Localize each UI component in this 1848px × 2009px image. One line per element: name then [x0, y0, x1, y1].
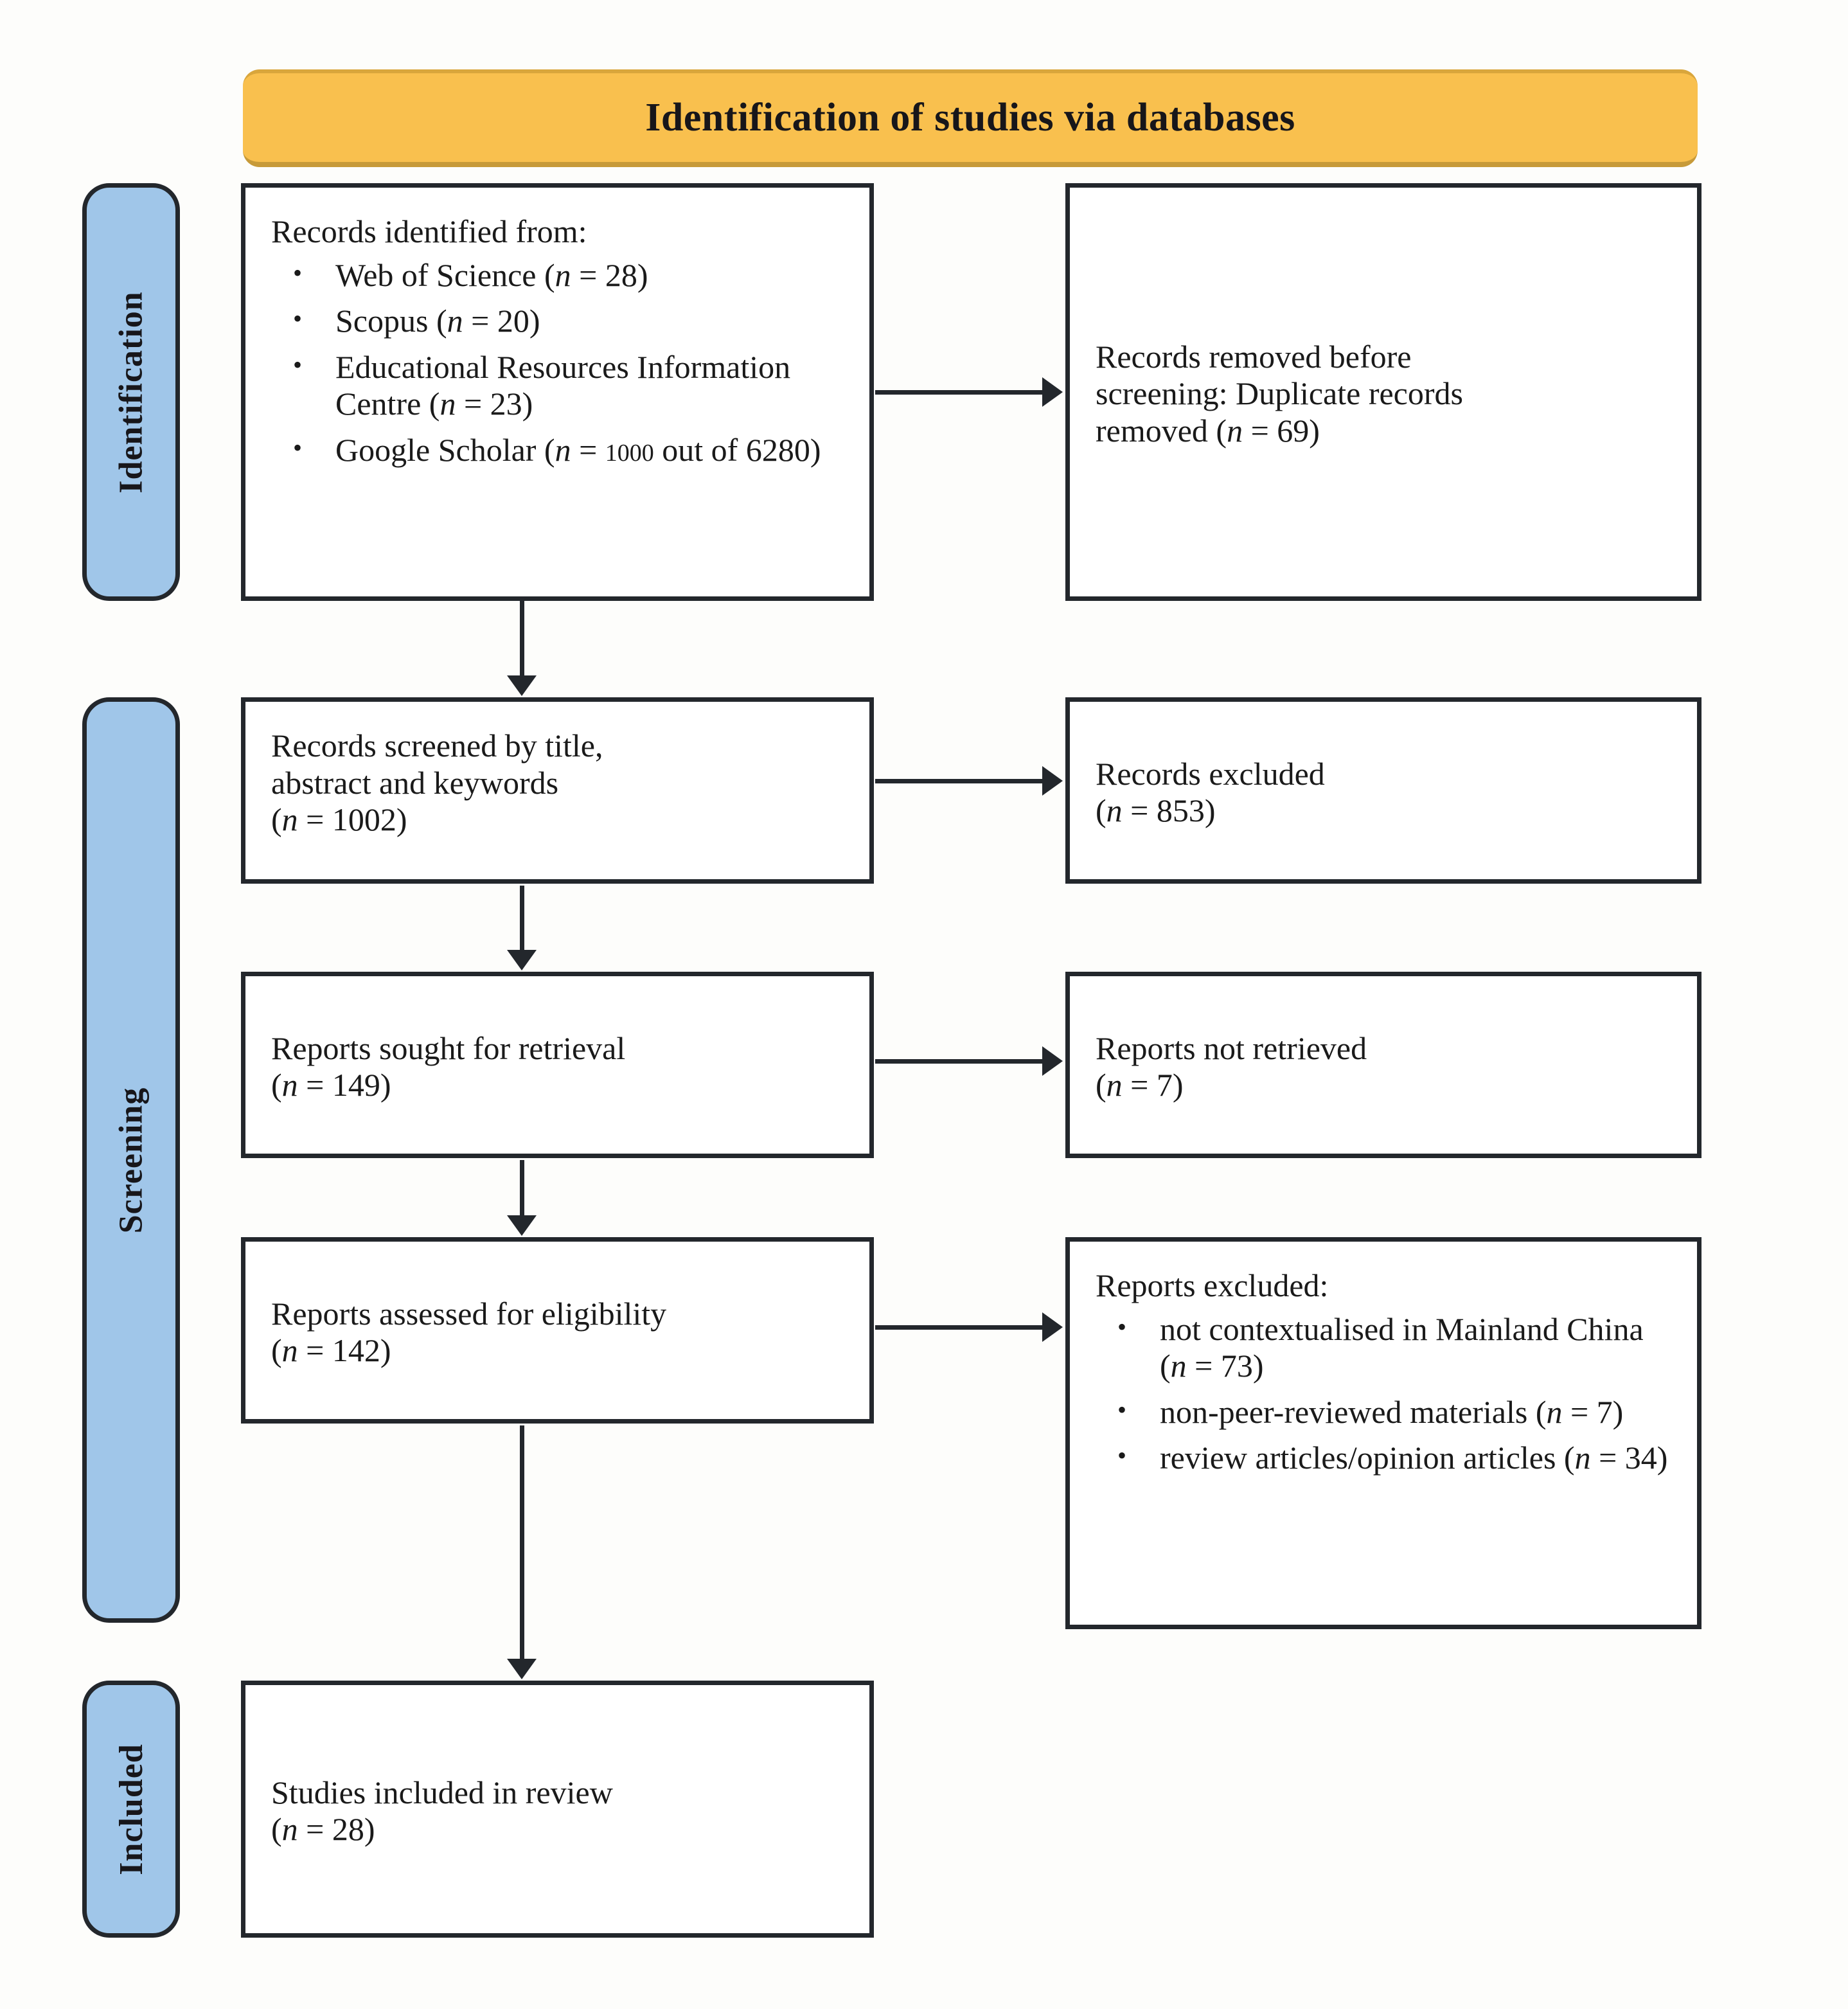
box-reports-assessed-text: Reports assessed for eligibility (n = 14… — [271, 1295, 667, 1369]
box-reports-sought: Reports sought for retrieval (n = 149) — [241, 972, 874, 1158]
box-reports-not-retrieved: Reports not retrieved (n = 7) — [1065, 972, 1701, 1158]
box-records-screened-text: Records screened by title, abstract and … — [271, 728, 603, 837]
stage-label-identification-text: Identification — [112, 290, 150, 494]
box-records-removed-text: Records removed before screening: Duplic… — [1096, 338, 1463, 449]
list-item: not contextualised in Mainland China (n … — [1117, 1310, 1675, 1385]
n-symbol: n — [281, 1067, 298, 1103]
stage-label-screening: Screening — [82, 697, 180, 1623]
diagram-banner: Identification of studies via databases — [243, 69, 1698, 167]
arrow-sought-to-assessed — [507, 1160, 537, 1236]
records-identified-source-list: Web of Science (n = 28) Scopus (n = 20) … — [271, 256, 848, 469]
box-records-removed: Records removed before screening: Duplic… — [1065, 183, 1701, 601]
arrow-identified-to-screened — [507, 601, 537, 696]
n-symbol: n — [281, 801, 298, 837]
arrow-sought-to-not-retrieved — [875, 1046, 1063, 1076]
n-symbol: n — [1546, 1393, 1563, 1430]
n-symbol: n — [555, 256, 571, 293]
list-item: Scopus (n = 20) — [293, 301, 848, 340]
arrow-identified-to-removed — [875, 377, 1063, 407]
stage-label-identification: Identification — [82, 183, 180, 601]
box-reports-sought-text: Reports sought for retrieval (n = 149) — [271, 1030, 626, 1103]
box-records-excluded: Records excluded (n = 853) — [1065, 697, 1701, 884]
stage-label-included: Included — [82, 1681, 180, 1938]
stage-label-screening-text: Screening — [112, 1087, 150, 1233]
box-records-identified-heading: Records identified from: — [271, 213, 587, 249]
n-symbol: n — [1227, 412, 1243, 449]
n-symbol: n — [1170, 1348, 1187, 1384]
n-symbol: n — [1106, 792, 1123, 828]
banner-title: Identification of studies via databases — [645, 95, 1295, 139]
stage-label-included-text: Included — [112, 1743, 150, 1875]
box-records-excluded-text: Records excluded (n = 853) — [1096, 755, 1325, 829]
box-reports-excluded-heading: Reports excluded: — [1096, 1267, 1329, 1303]
n-symbol: n — [1574, 1440, 1591, 1476]
n-symbol: n — [440, 386, 456, 422]
box-reports-assessed: Reports assessed for eligibility (n = 14… — [241, 1237, 874, 1424]
box-records-identified: Records identified from: Web of Science … — [241, 183, 874, 601]
arrow-assessed-to-reports-excluded — [875, 1312, 1063, 1342]
box-reports-excluded: Reports excluded: not contextualised in … — [1065, 1237, 1701, 1629]
list-item: Web of Science (n = 28) — [293, 256, 848, 294]
list-item: Google Scholar (n = 1000 out of 6280) — [293, 431, 848, 469]
n-symbol: n — [1106, 1067, 1123, 1103]
box-studies-included: Studies included in review (n = 28) — [241, 1681, 874, 1938]
reports-excluded-reason-list: not contextualised in Mainland China (n … — [1096, 1310, 1675, 1477]
box-records-screened: Records screened by title, abstract and … — [241, 697, 874, 884]
box-reports-not-retrieved-text: Reports not retrieved (n = 7) — [1096, 1030, 1367, 1103]
n-symbol: n — [447, 303, 463, 339]
n-symbol: n — [281, 1332, 298, 1368]
list-item: non-peer-reviewed materials (n = 7) — [1117, 1393, 1675, 1431]
n-symbol: n — [555, 431, 571, 468]
arrow-screened-to-sought — [507, 886, 537, 970]
arrow-screened-to-records-excluded — [875, 766, 1063, 796]
list-item: review articles/opinion articles (n = 34… — [1117, 1438, 1675, 1477]
arrow-assessed-to-included — [507, 1425, 537, 1679]
list-item: Educational Resources Information Centre… — [293, 348, 848, 423]
box-studies-included-text: Studies included in review (n = 28) — [271, 1774, 613, 1848]
n-symbol: n — [281, 1811, 298, 1847]
